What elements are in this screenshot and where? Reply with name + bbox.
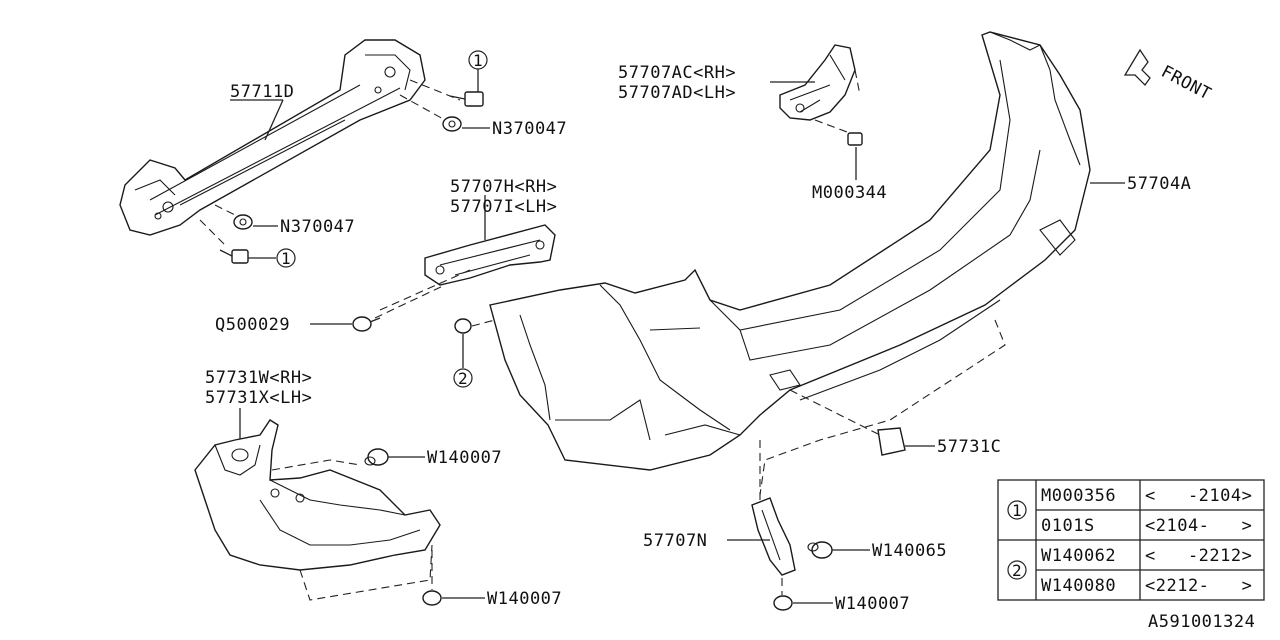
label-w140007-guard-lower: W140007: [487, 589, 562, 609]
svg-text:1: 1: [281, 249, 291, 268]
clip-icon: [422, 590, 442, 606]
side-bracket: [424, 224, 556, 286]
callout-1-lower: [276, 248, 296, 268]
bolt-icon: [847, 132, 863, 146]
nut-icon: [442, 116, 462, 132]
label-57731c: 57731C: [937, 437, 1001, 457]
upper-side-bracket: [779, 44, 856, 121]
svg-text:1: 1: [1012, 501, 1022, 520]
label-57711d: 57711D: [230, 82, 294, 102]
svg-text:2: 2: [458, 369, 468, 388]
bolt-icon: [449, 91, 484, 107]
label-w140007-guard-upper: W140007: [427, 448, 502, 468]
legend-callout-1: [1007, 500, 1027, 520]
legend-row-3-range: < -2212>: [1145, 546, 1252, 566]
label-57731x-lh: 57731X<LH>: [205, 388, 312, 408]
label-q500029: Q500029: [215, 315, 290, 335]
label-57707i-lh: 57707I<LH>: [450, 197, 557, 217]
legend-row-2-range: <2104- >: [1145, 516, 1252, 536]
label-57731w-rh: 57731W<RH>: [205, 368, 312, 388]
splash-guard: [194, 419, 441, 571]
rear-bumper-face: [489, 31, 1091, 471]
screw-icon: [352, 316, 381, 332]
legend-row-1-part: M000356: [1041, 486, 1116, 506]
label-57704a: 57704A: [1127, 174, 1191, 194]
bolt-icon: [219, 249, 249, 264]
label-57707n: 57707N: [643, 531, 707, 551]
diagram-id: A591001324: [1148, 612, 1255, 632]
clip-icon: [364, 448, 389, 466]
svg-text:2: 2: [1012, 561, 1022, 580]
label-m000344: M000344: [812, 183, 887, 203]
label-n370047-lower: N370047: [280, 217, 355, 237]
callout-2: [453, 368, 473, 388]
label-57707ad-lh: 57707AD<LH>: [618, 83, 736, 103]
label-n370047-upper: N370047: [492, 119, 567, 139]
cover-icon: [877, 427, 906, 456]
legend-row-2-part: 0101S: [1041, 516, 1095, 536]
legend-table: 1 2 M000356 < -2104> 0101S <2104- > W140…: [997, 479, 1265, 601]
label-w140065: W140065: [872, 541, 947, 561]
svg-text:1: 1: [473, 51, 483, 70]
legend-row-4-part: W140080: [1041, 576, 1116, 596]
legend-callout-2: [1007, 560, 1027, 580]
clip-icon: [807, 541, 833, 559]
leader-57711d: [264, 99, 284, 141]
label-w140007-bottom-center: W140007: [835, 594, 910, 614]
label-front: FRONT: [1158, 62, 1215, 105]
lower-bracket: [751, 497, 796, 576]
front-arrow-icon: [1123, 48, 1151, 87]
rear-bumper-reinforcement: [119, 39, 426, 236]
label-57707ac-rh: 57707AC<RH>: [618, 63, 736, 83]
legend-row-4-range: <2212- >: [1145, 576, 1252, 596]
legend-row-1-range: < -2104>: [1145, 486, 1252, 506]
clip-icon: [773, 595, 793, 611]
legend-row-3-part: W140062: [1041, 546, 1116, 566]
nut-icon: [233, 214, 253, 230]
label-57707h-rh: 57707H<RH>: [450, 177, 557, 197]
clip-icon: [454, 318, 472, 334]
